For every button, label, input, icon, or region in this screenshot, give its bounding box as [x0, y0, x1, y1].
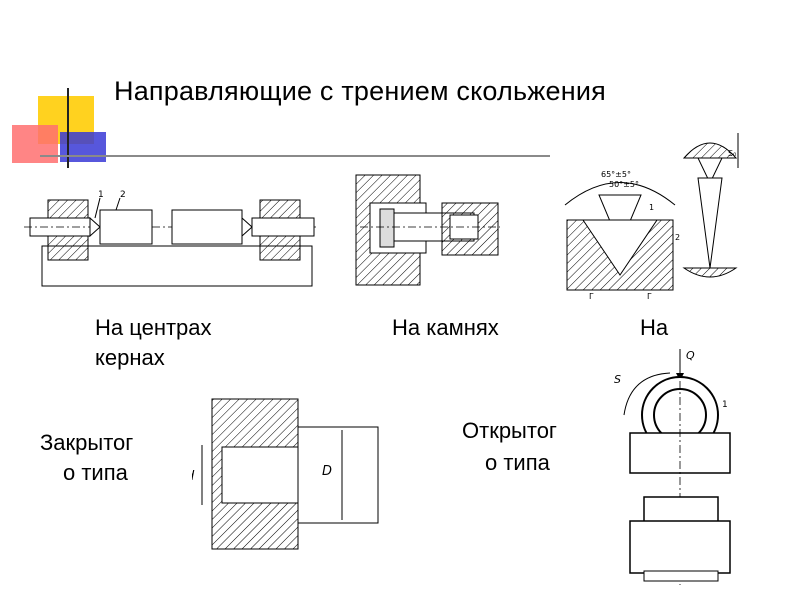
figure-pin-drawing: S₀ [682, 133, 739, 278]
figure-closed-drawing: d D [192, 398, 379, 550]
fig1-label-2: 2 [120, 190, 126, 200]
fig5-S: S [614, 373, 621, 386]
figure-centers-drawing: 1 2 [24, 190, 316, 287]
fig3-angle-1: 65°±5° [601, 170, 631, 179]
fig4-d: d [192, 469, 195, 484]
caption-open-2: о типа [485, 450, 550, 475]
fig3-part-2: 2 [675, 233, 680, 242]
caption-open-1: Открытог [462, 418, 557, 443]
title-underline [40, 155, 550, 157]
fig1-label-1: 1 [98, 190, 104, 200]
caption-centers-1: На центрах [95, 315, 212, 340]
fig3-r1: Г [589, 292, 594, 301]
caption-centers-2: кернах [95, 345, 165, 370]
accent-vertical-line [67, 88, 69, 168]
slide-title: Направляющие с трением скольжения [114, 76, 606, 106]
fig4-D: D [322, 464, 332, 479]
figure-open-drawing: Q S 1 [614, 349, 731, 585]
fig3-r2: Г [647, 292, 652, 301]
fig5-Q: Q [686, 349, 695, 362]
fig3-angle-2: 50°±5° [609, 180, 639, 189]
caption-closed-2: о типа [63, 460, 128, 485]
caption-closed-1: Закрытог [40, 430, 134, 455]
caption-third: На [640, 315, 669, 340]
fig3-s0: S₀ [728, 149, 736, 158]
figure-stones-drawing [355, 174, 500, 286]
fig5-part-1: 1 [722, 400, 728, 410]
fig3-part-1: 1 [649, 203, 654, 212]
accent-red-square [12, 125, 58, 163]
figure-prism-drawing: 65°±5° 50°±5° 1 2 Г Г [564, 170, 680, 301]
caption-stones: На камнях [392, 315, 499, 340]
